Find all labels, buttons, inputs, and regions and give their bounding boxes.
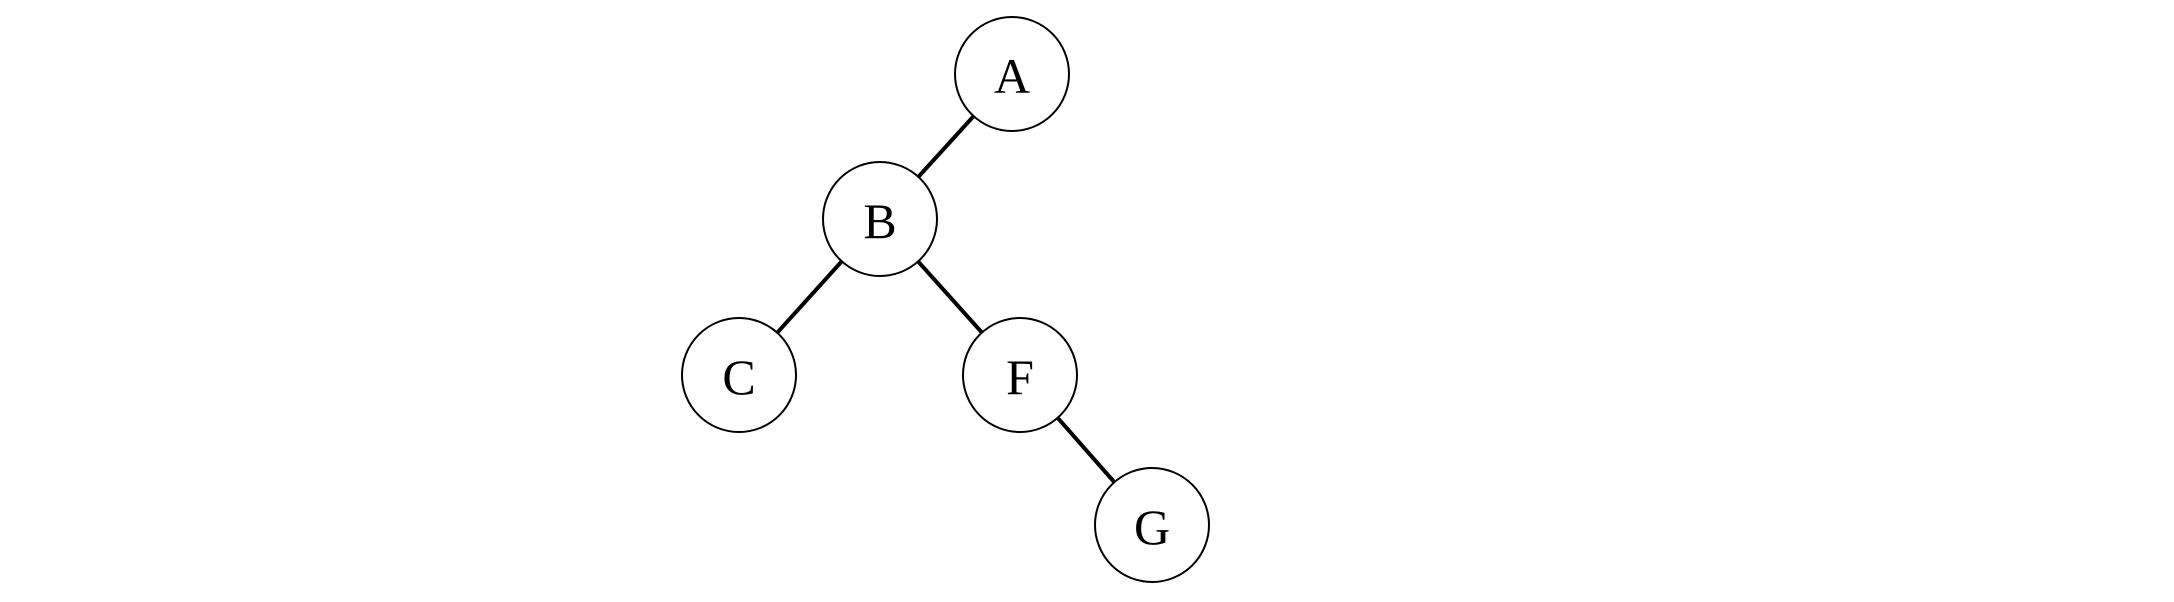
nodes-layer: A B C F G bbox=[681, 16, 1210, 583]
node-C-circle bbox=[681, 317, 797, 433]
node-A-label: A bbox=[994, 48, 1030, 104]
node-B-circle bbox=[822, 161, 938, 277]
node-F: F bbox=[962, 317, 1078, 433]
node-G-circle bbox=[1094, 467, 1210, 583]
node-B-label: B bbox=[863, 193, 896, 249]
node-F-label: F bbox=[1006, 349, 1034, 405]
edges-layer bbox=[737, 72, 1154, 527]
node-G: G bbox=[1094, 467, 1210, 583]
node-A-circle bbox=[954, 16, 1070, 132]
node-A: A bbox=[954, 16, 1070, 132]
node-C-label: C bbox=[722, 349, 755, 405]
node-C: C bbox=[681, 317, 797, 433]
node-B: B bbox=[822, 161, 938, 277]
node-G-label: G bbox=[1134, 499, 1170, 555]
node-F-circle bbox=[962, 317, 1078, 433]
